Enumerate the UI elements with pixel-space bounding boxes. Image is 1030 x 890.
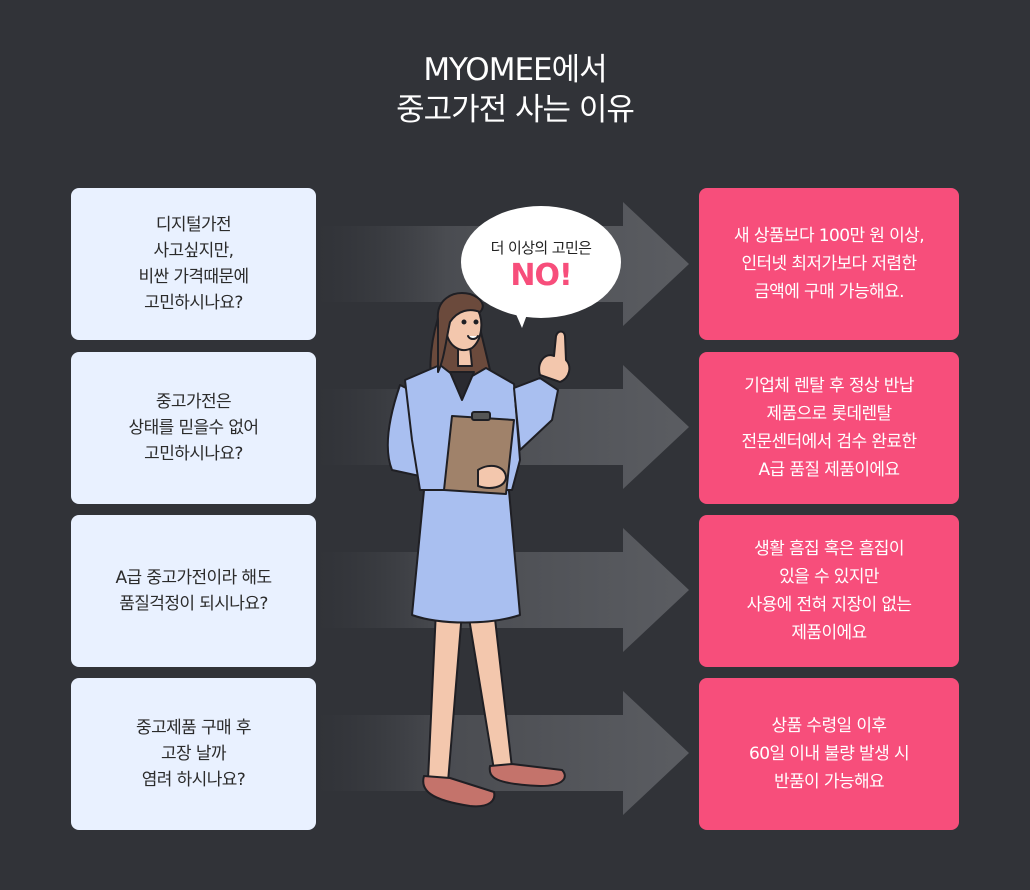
woman-illustration: [386, 292, 571, 808]
answer-card-1: 새 상품보다 100만 원 이상, 인터넷 최저가보다 저렴한 금액에 구매 가…: [699, 188, 959, 340]
page-title: MYOMEE에서 중고가전 사는 이유: [0, 50, 1030, 130]
speech-bubble: [461, 206, 621, 328]
title-line-2: 중고가전 사는 이유: [396, 92, 635, 128]
answer-card-3: 생활 흠집 혹은 흠집이 있을 수 있지만 사용에 전혀 지장이 없는 제품이에…: [699, 515, 959, 667]
bubble-no: NO!: [510, 258, 572, 293]
concern-card-2: 중고가전은 상태를 믿을수 없어 고민하시나요?: [71, 352, 316, 504]
concern-card-4: 중고제품 구매 후 고장 날까 염려 하시나요?: [71, 678, 316, 830]
title-line-1: MYOMEE에서: [423, 52, 607, 88]
concern-card-3: A급 중고가전이라 해도 품질걱정이 되시나요?: [71, 515, 316, 667]
bubble-caption: 더 이상의 고민은: [490, 239, 592, 257]
concern-card-1: 디지털가전 사고싶지만, 비싼 가격때문에 고민하시나요?: [71, 188, 316, 340]
bubble-text: 더 이상의 고민은 NO!: [462, 238, 620, 294]
answer-card-2: 기업체 렌탈 후 정상 반납 제품으로 롯데렌탈 전문센터에서 검수 완료한 A…: [699, 352, 959, 504]
answer-card-4: 상품 수령일 이후 60일 이내 불량 발생 시 반품이 가능해요: [699, 678, 959, 830]
